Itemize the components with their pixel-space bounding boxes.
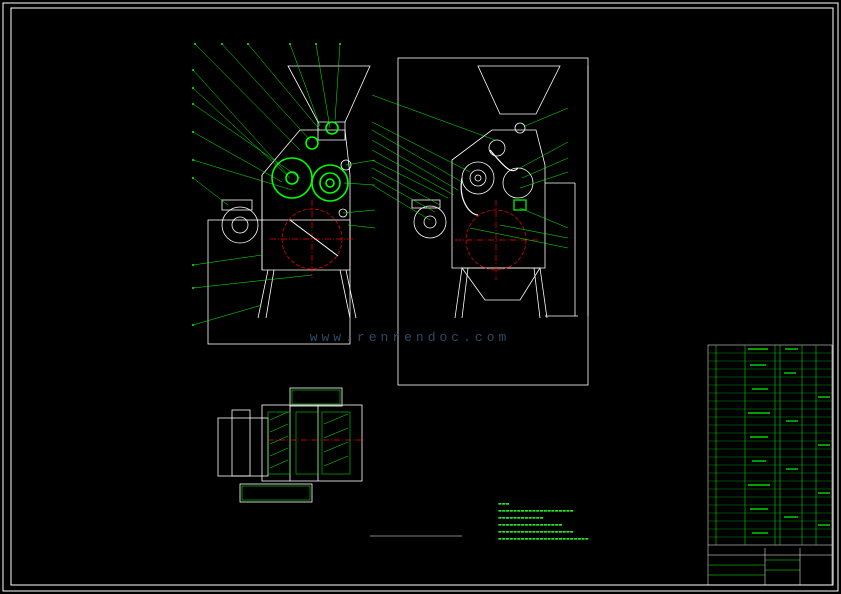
title-block bbox=[707, 344, 833, 586]
front-callouts bbox=[192, 43, 376, 326]
front-centerlines bbox=[270, 200, 355, 278]
notes-line: ▬▬▬▬▬▬▬▬▬▬▬▬ bbox=[498, 515, 544, 520]
notes-line: ▬▬▬▬▬▬▬▬▬▬▬▬▬▬▬▬▬▬▬▬ bbox=[498, 529, 574, 534]
notes-line: ▬▬▬▬▬▬▬▬▬▬▬▬▬▬▬▬▬▬▬▬▬▬▬▬ bbox=[498, 536, 589, 541]
watermark: www.renrendoc.com bbox=[309, 330, 511, 345]
technical-notes: ▬▬▬ ▬▬▬▬▬▬▬▬▬▬▬▬▬▬▬▬▬▬▬▬ ▬▬▬▬▬▬▬▬▬▬▬▬ ▬▬… bbox=[498, 500, 589, 542]
side-view bbox=[397, 57, 589, 386]
notes-line: ▬▬▬ bbox=[498, 501, 510, 506]
front-view bbox=[207, 65, 371, 345]
front-crusher-arm bbox=[289, 219, 339, 257]
side-rollers bbox=[461, 139, 534, 199]
notes-line: ▬▬▬▬▬▬▬▬▬▬▬▬▬▬▬▬▬▬▬▬ bbox=[498, 508, 574, 513]
side-callouts bbox=[371, 94, 569, 249]
bom-rows bbox=[708, 352, 832, 538]
side-bracket bbox=[513, 199, 527, 211]
front-rollers bbox=[271, 121, 349, 202]
notes-line: ▬▬▬▬▬▬▬▬▬▬▬▬▬▬▬▬▬ bbox=[498, 522, 563, 527]
side-belts bbox=[460, 149, 519, 216]
bom-text-marks bbox=[748, 348, 830, 534]
front-callout-dots bbox=[192, 43, 341, 326]
side-centerlines bbox=[455, 200, 540, 280]
section-hatch bbox=[241, 389, 351, 501]
inner-border bbox=[10, 7, 834, 586]
